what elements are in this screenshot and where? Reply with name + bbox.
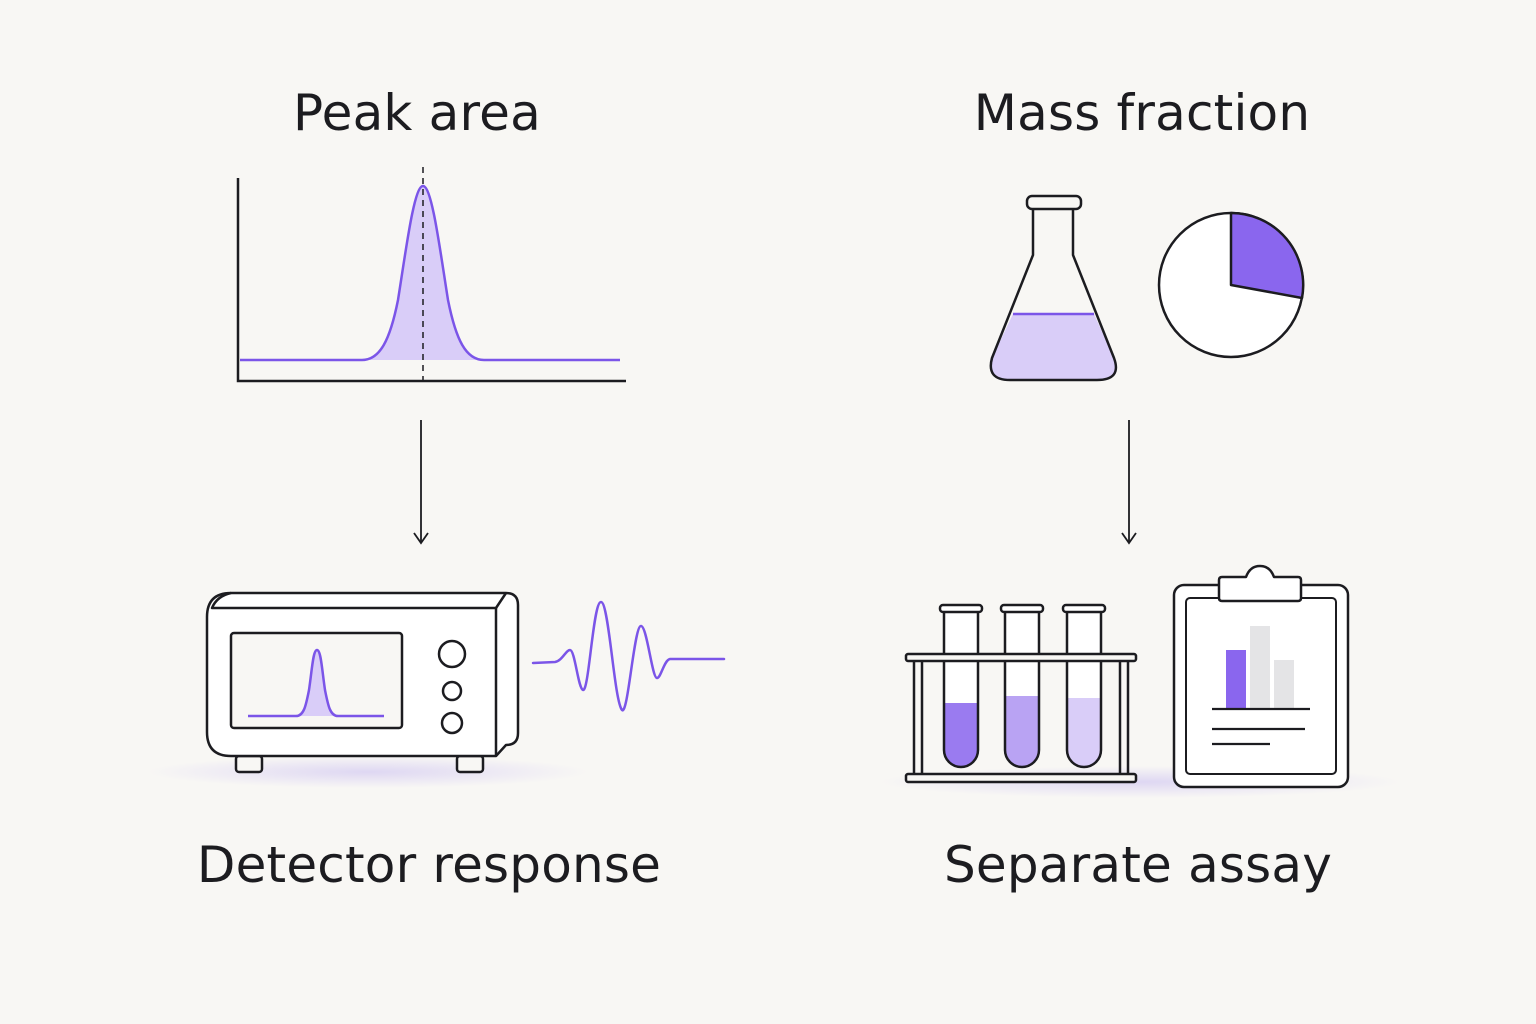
arrow-down-left	[413, 420, 429, 545]
label-detector-response: Detector response	[196, 836, 662, 894]
clipboard-report-icon	[1172, 564, 1350, 789]
label-mass-fraction: Mass fraction	[973, 84, 1311, 142]
test-tube-rack-icon	[904, 603, 1138, 784]
label-separate-assay: Separate assay	[943, 836, 1333, 894]
erlenmeyer-flask-icon	[989, 194, 1118, 382]
detector-instrument-icon	[205, 591, 520, 774]
label-peak-area: Peak area	[293, 84, 541, 142]
chromatogram-peak-icon	[236, 167, 626, 383]
pie-chart-icon	[1157, 211, 1305, 359]
signal-wave-icon	[531, 600, 726, 712]
arrow-down-right	[1121, 420, 1137, 545]
